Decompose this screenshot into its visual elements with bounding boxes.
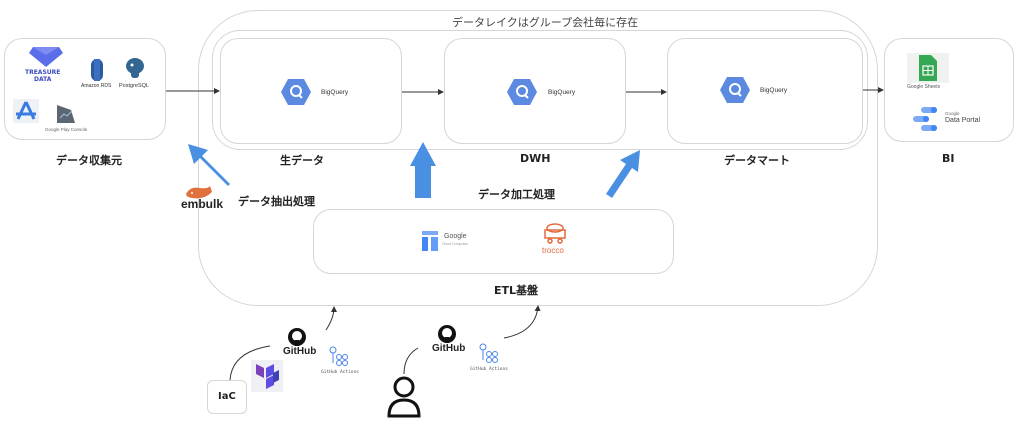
bigquery-label: BigQuery (760, 87, 788, 94)
trocco-icon (544, 223, 566, 244)
etl-label: ETL基盤 (494, 284, 539, 297)
ci-line-2 (503, 305, 541, 339)
stage-dwh-box: BigQuery (444, 38, 626, 144)
amazon-rds-icon (91, 59, 103, 81)
stage-raw-box: BigQuery (220, 38, 402, 144)
bigquery-icon (281, 79, 311, 105)
bi-label: BI (942, 152, 955, 165)
lake-title: データレイクはグループ会社毎に存在 (452, 16, 639, 29)
amazon-rds-label: Amazon RDS (81, 83, 112, 89)
sources-label: データ収集元 (56, 154, 122, 167)
stage-dwh-label: DWH (520, 152, 551, 165)
google-play-console-icon (57, 105, 75, 123)
postgresql-icon (126, 58, 144, 78)
bigquery-label: BigQuery (321, 89, 349, 96)
stage-raw-label: 生データ (280, 154, 324, 167)
data-portal-label: Data Portal (945, 117, 981, 124)
transform-label: データ加工処理 (478, 188, 555, 201)
github-label: GitHub (283, 346, 317, 357)
github-label: GitHub (432, 343, 466, 354)
github-actions-icon (479, 343, 498, 363)
load-arrow (606, 150, 640, 198)
terraform-icon (251, 360, 283, 392)
data-portal-brand: Google (945, 111, 960, 116)
cloud-composer-icon (422, 231, 438, 251)
data-portal-icon (913, 107, 937, 131)
app-store-icon (13, 99, 39, 123)
extract-arrow (188, 144, 230, 186)
bi-box: Google Sheets Google Data Portal (884, 38, 1014, 142)
iac-label: IaC (218, 391, 236, 402)
iac-line (229, 345, 271, 381)
github-icon (438, 325, 456, 343)
github-actions-icon (329, 346, 348, 366)
stage-mart-box: BigQuery (667, 38, 863, 144)
treasure-data-icon (29, 47, 63, 67)
github-actions-label: GitHub Actions (470, 367, 508, 372)
google-sheets-icon (907, 53, 949, 83)
cloud-composer-label: Cloud Composer (442, 242, 469, 246)
postgresql-label: PostgreSQL (119, 83, 149, 89)
treasure-data-label: TREASURE DATA (25, 69, 61, 83)
ci-line-1 (325, 306, 337, 331)
google-sheets-label: Google Sheets (907, 84, 941, 90)
embulk-whale-icon (186, 186, 212, 199)
github-actions-label: GitHub Actions (321, 370, 359, 375)
cloud-composer-brand: Google (444, 233, 467, 240)
stage-mart-label: データマート (724, 154, 790, 167)
user-icon (387, 376, 421, 418)
user-line (403, 347, 419, 375)
bigquery-label: BigQuery (548, 89, 576, 96)
extract-label: データ抽出処理 (238, 195, 315, 208)
transform-arrow (410, 142, 436, 198)
embulk-logo: embulk (181, 197, 224, 211)
iac-box (207, 380, 247, 414)
google-play-console-label: Google Play Console (45, 127, 88, 132)
sources-box: TREASURE DATA Amazon RDS PostgreSQL Goog… (4, 38, 166, 140)
trocco-label: trocco (542, 246, 564, 255)
etl-box: Google Cloud Composer trocco (313, 209, 674, 274)
bigquery-icon (720, 77, 750, 103)
bigquery-icon (507, 79, 537, 105)
github-icon (288, 328, 306, 346)
